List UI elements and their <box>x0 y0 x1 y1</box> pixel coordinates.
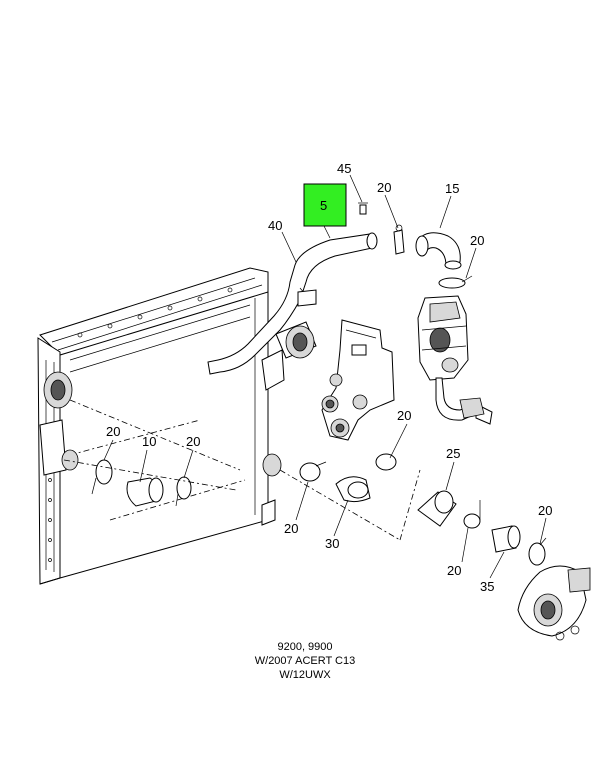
callout-highlight-5[interactable] <box>303 183 347 227</box>
right-hose-group <box>417 490 591 641</box>
callout-20-middle-upper[interactable]: 20 <box>397 408 411 423</box>
callout-20-top[interactable]: 20 <box>377 180 391 195</box>
pump-assembly <box>417 295 493 425</box>
pipe-outlet <box>261 321 317 391</box>
callout-30[interactable]: 30 <box>325 536 339 551</box>
bolt-45 <box>358 202 368 215</box>
caption-line-1: 9200, 9900 <box>277 641 333 653</box>
left-hose-group <box>63 459 237 507</box>
leader-lines <box>103 174 547 579</box>
callout-10[interactable]: 10 <box>142 434 156 449</box>
callout-45[interactable]: 45 <box>337 161 351 176</box>
air-pipe-40 <box>207 232 378 375</box>
radiator-assembly <box>37 267 282 585</box>
callout-40[interactable]: 40 <box>268 218 282 233</box>
callout-20-left-2[interactable]: 20 <box>186 434 200 449</box>
middle-hose-group <box>279 453 421 541</box>
callout-20-left[interactable]: 20 <box>106 424 120 439</box>
callout-20-right[interactable]: 20 <box>470 233 484 248</box>
caption-line-2: W/2007 ACERT C13 <box>254 655 356 667</box>
callout-25[interactable]: 25 <box>446 446 460 461</box>
hose-clamp-20-top <box>393 224 405 255</box>
callout-20-middle-lower[interactable]: 20 <box>284 521 298 536</box>
callout-20-right-lower[interactable]: 20 <box>538 503 552 518</box>
callout-15[interactable]: 15 <box>445 181 459 196</box>
hose-clamp-20-right <box>438 275 473 289</box>
bracket-assembly <box>321 319 395 441</box>
callout-20-bottom[interactable]: 20 <box>447 563 461 578</box>
callout-5[interactable]: 5 <box>320 198 327 213</box>
callout-35[interactable]: 35 <box>480 579 494 594</box>
caption-line-3: W/12UWX <box>279 669 331 681</box>
elbow-15 <box>415 232 462 270</box>
